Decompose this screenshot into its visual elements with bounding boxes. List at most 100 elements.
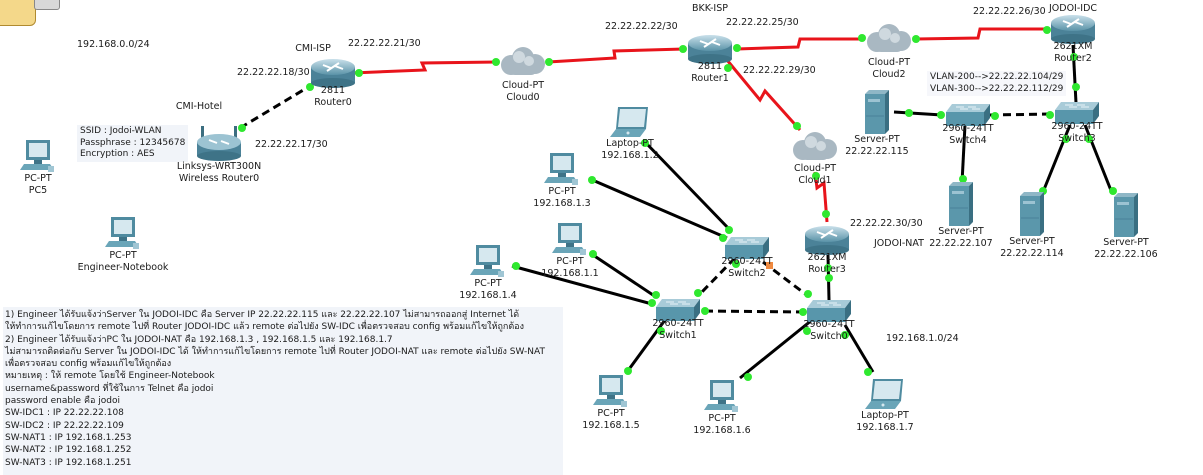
device-name: 192.168.1.4 (459, 290, 517, 301)
device-wrouter0[interactable] (195, 126, 243, 167)
device-pc6[interactable] (704, 380, 740, 417)
cloud-icon[interactable] (789, 130, 841, 167)
task-line: ไม่สามารถติดต่อกับ Server ใน JODOI-IDC ไ… (5, 346, 545, 357)
device-model: Laptop-PT (606, 138, 654, 149)
switch-icon[interactable] (654, 297, 702, 326)
link-laptop2-switch2[interactable] (643, 140, 733, 233)
switch-icon[interactable] (723, 235, 771, 264)
device-switch1[interactable] (654, 297, 702, 326)
device-model: 2960-24TT (942, 123, 994, 134)
link-switch0-laptop7[interactable] (843, 324, 875, 373)
device-server107[interactable] (947, 182, 975, 229)
pc-icon[interactable] (544, 153, 580, 190)
task-line: SW-NAT2 : IP 192.168.1.252 (5, 445, 132, 456)
device-switch2[interactable] (723, 235, 771, 264)
task-line: SW-IDC1 : IP 22.22.22.108 (5, 408, 124, 419)
server-icon[interactable] (947, 182, 975, 229)
device-switch0[interactable] (805, 298, 853, 327)
device-pc5[interactable] (20, 140, 56, 177)
device-name: 22.22.22.106 (1094, 249, 1158, 260)
site-label: CMI-ISP (295, 43, 331, 54)
link-pc3-switch2[interactable] (589, 177, 728, 240)
link-server115-switch4[interactable] (893, 110, 943, 117)
laptop-icon[interactable] (865, 379, 905, 416)
link-switch2-switch0[interactable] (762, 260, 809, 298)
switch-icon[interactable] (944, 102, 992, 131)
ip-label: 22.22.22.26/30 (973, 6, 1046, 17)
device-engineer[interactable] (105, 217, 141, 254)
link-pc4-switch1[interactable] (511, 264, 653, 306)
device-pc5b[interactable] (593, 375, 629, 412)
server-icon[interactable] (863, 90, 891, 137)
device-server106[interactable] (1112, 193, 1140, 240)
device-server115[interactable] (863, 90, 891, 137)
device-model: Server-PT (854, 134, 900, 145)
task-line: SW-IDC2 : IP 22.22.22.109 (5, 420, 124, 431)
pc-icon[interactable] (593, 375, 629, 412)
device-name: Cloud0 (506, 92, 540, 103)
router-icon[interactable] (803, 224, 851, 259)
task-line: password enable คือ jodoi (5, 396, 120, 407)
device-router3[interactable] (803, 224, 851, 259)
link-router0-cloud0[interactable] (351, 60, 499, 75)
device-name: Switch3 (1058, 133, 1096, 144)
laptop-icon[interactable] (610, 107, 650, 144)
pc-icon[interactable] (105, 217, 141, 254)
pc-icon[interactable] (20, 140, 56, 177)
device-model: PC-PT (708, 413, 736, 424)
link-switch2-switch1[interactable] (698, 256, 737, 296)
ip-label: 22.22.22.25/30 (726, 17, 799, 28)
device-pc4[interactable] (470, 245, 506, 282)
link-switch0-pc6[interactable] (739, 318, 813, 380)
device-laptop2[interactable] (610, 107, 650, 144)
switch-icon[interactable] (805, 298, 853, 327)
link-cloud2-router2[interactable] (915, 27, 1047, 41)
pc-icon[interactable] (552, 223, 588, 260)
device-router1[interactable] (686, 33, 734, 68)
device-router0[interactable] (309, 57, 357, 92)
device-pc1[interactable] (552, 223, 588, 260)
device-cloud1[interactable] (789, 130, 841, 167)
device-laptop7[interactable] (865, 379, 905, 416)
device-router2[interactable] (1049, 13, 1097, 48)
link-switch1-switch0[interactable] (704, 309, 804, 314)
link-wrouter0-router0[interactable] (239, 84, 311, 130)
device-name: 22.22.22.115 (845, 146, 909, 157)
link-cloud0-router1[interactable] (547, 47, 685, 64)
link-switch4-server107[interactable] (960, 124, 967, 184)
link-switch4-switch3[interactable] (989, 112, 1053, 117)
cloud-icon[interactable] (497, 45, 549, 82)
router-icon[interactable] (1049, 13, 1097, 48)
cloud-icon[interactable] (863, 22, 915, 59)
task-line: SW-NAT3 : IP 192.168.1.251 (5, 457, 132, 468)
device-switch3[interactable] (1053, 100, 1101, 129)
device-server114[interactable] (1018, 192, 1046, 239)
device-switch4[interactable] (944, 102, 992, 131)
pc-icon[interactable] (470, 245, 506, 282)
switch-icon[interactable] (1053, 100, 1101, 129)
device-cloud0[interactable] (497, 45, 549, 82)
device-pc3[interactable] (544, 153, 580, 190)
device-cloud2[interactable] (863, 22, 915, 59)
pc-icon[interactable] (704, 380, 740, 417)
device-model: Server-PT (938, 226, 984, 237)
task-line: หมายเหตุ : ให้ remote โดยใช้ Engineer-No… (5, 371, 215, 382)
router-icon[interactable] (686, 33, 734, 68)
device-name: 192.168.1.7 (856, 422, 914, 433)
server-icon[interactable] (1018, 192, 1046, 239)
router-icon[interactable] (309, 57, 357, 92)
link-pc1-switch1[interactable] (589, 251, 657, 299)
device-model: PC-PT (474, 278, 502, 289)
server-icon[interactable] (1112, 193, 1140, 240)
link-router1-cloud2[interactable] (736, 37, 862, 51)
wireless-router-icon[interactable] (195, 126, 243, 167)
link-router1-cloud1[interactable] (725, 59, 802, 132)
